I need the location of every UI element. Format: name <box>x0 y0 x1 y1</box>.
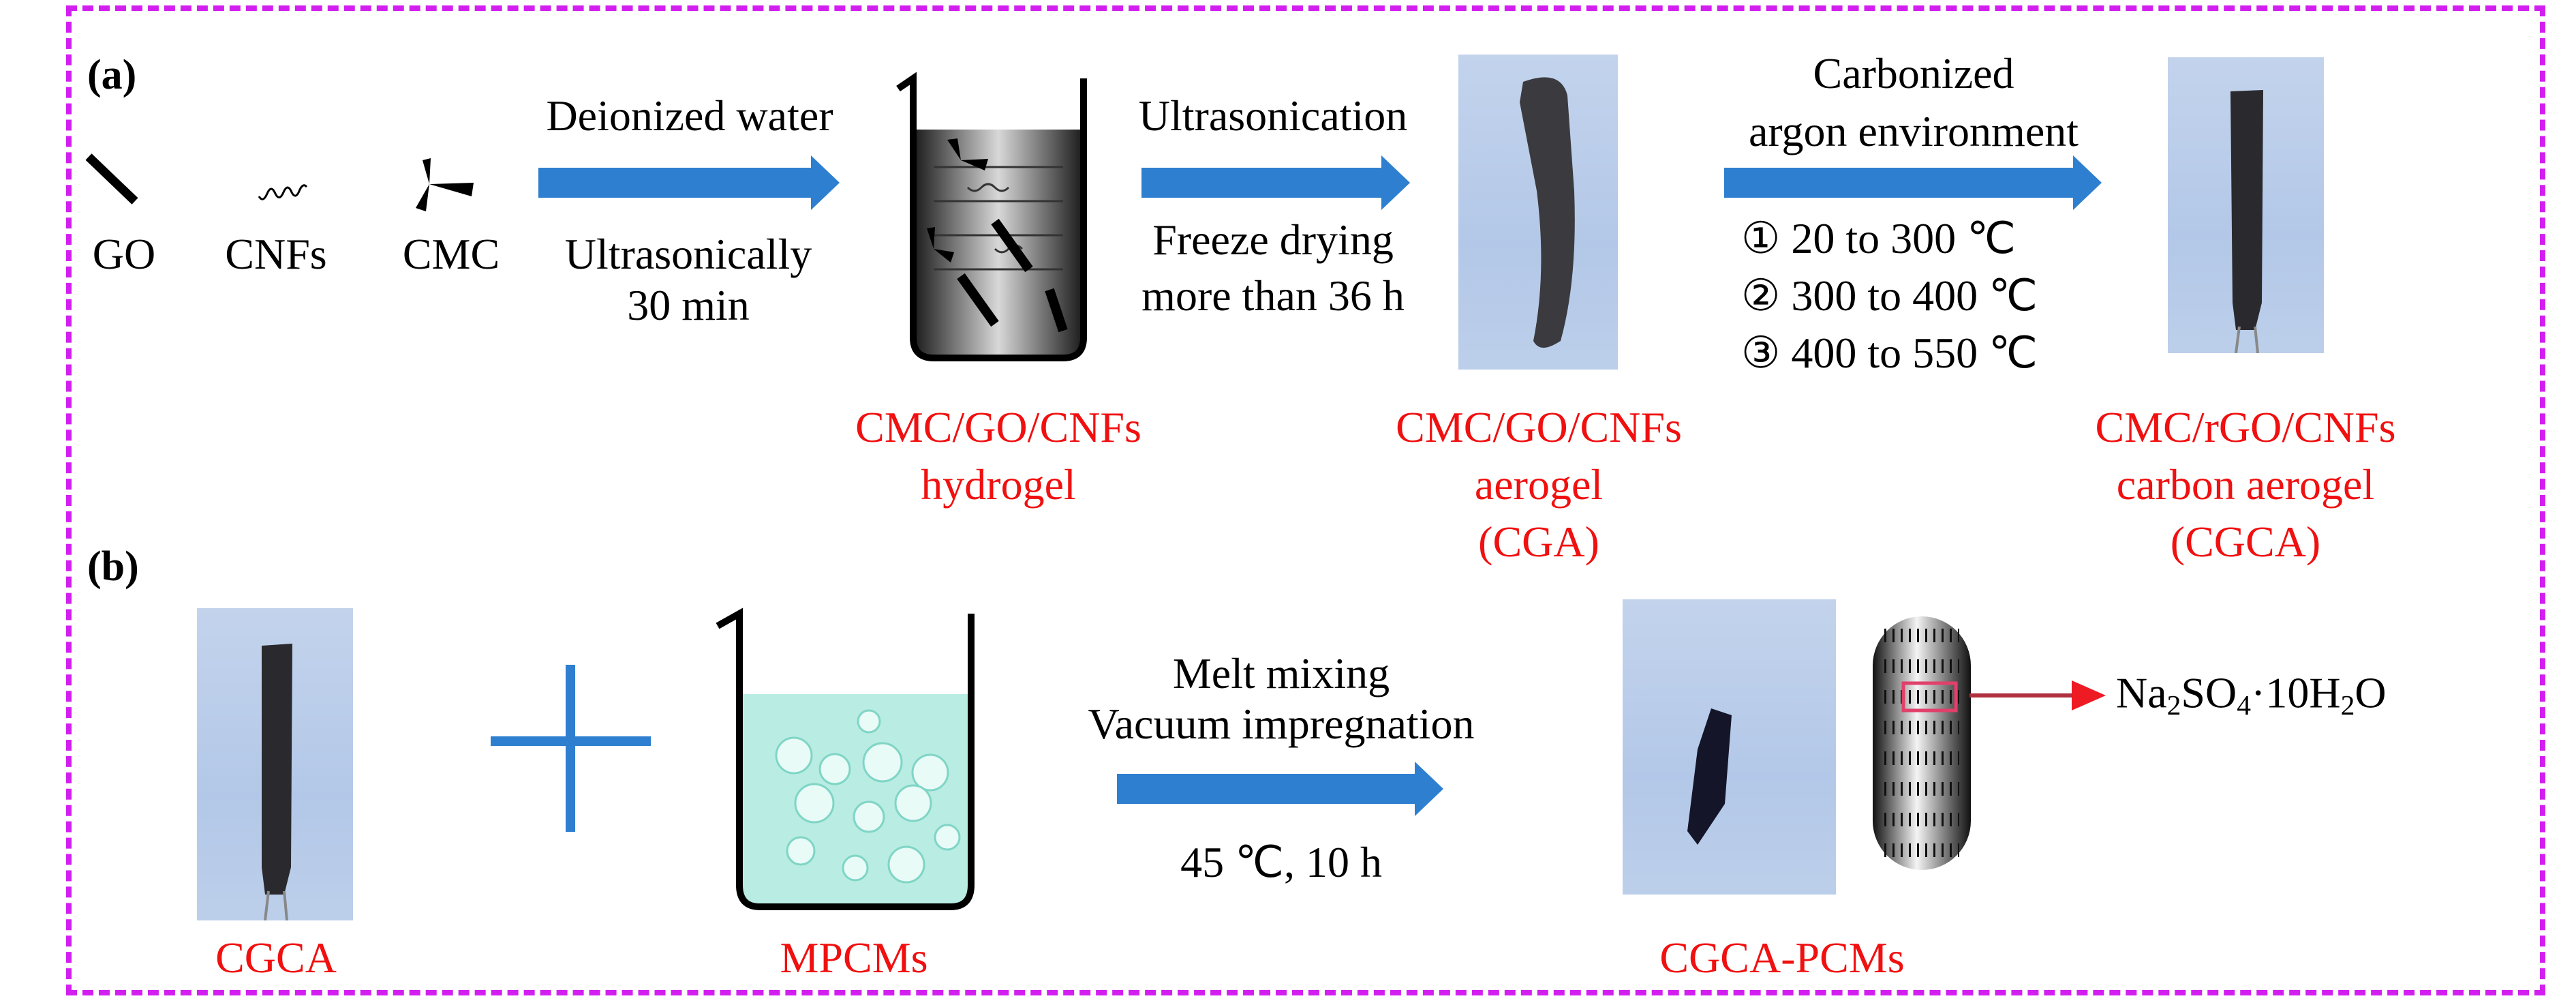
material-label-cnfs: CNFs <box>225 230 327 278</box>
cgca-pcms-photo <box>1623 599 1836 895</box>
hydrogel-label-1: CMC/GO/CNFs <box>855 403 1141 451</box>
mpcms-label: MPCMs <box>780 933 928 982</box>
step2-below-2: more than 36 h <box>1141 271 1405 320</box>
step1-above: Deionized water <box>546 91 833 140</box>
material-icons <box>85 153 474 211</box>
temperature-stage-2: ② 300 to 400 ℃ <box>1741 271 2038 320</box>
process-arrow-3 <box>1724 155 2102 210</box>
dashed-frame <box>66 5 2545 995</box>
temperature-stage-3: ③ 400 to 550 ℃ <box>1741 329 2038 377</box>
cgca-label: CGCA <box>215 933 337 982</box>
cgca-pcms-label: CGCA-PCMs <box>1659 933 1905 982</box>
highlight-box <box>1901 681 1958 712</box>
formula-label: Na2SO4·10H2O <box>2116 668 2387 721</box>
material-label-go: GO <box>92 230 156 278</box>
step3-above-2: argon environment <box>1748 107 2079 155</box>
aerogel-label-2: aerogel <box>1474 460 1604 509</box>
step2-below-1: Freeze drying <box>1152 215 1394 264</box>
hydrogel-label-2: hydrogel <box>921 460 1076 509</box>
panel-b-label: (b) <box>87 543 139 590</box>
step1-below-1: Ultrasonically <box>564 230 812 278</box>
temperature-stage-1: ① 20 to 300 ℃ <box>1741 214 2017 262</box>
step2-above: Ultrasonication <box>1138 91 1408 140</box>
rod-icon <box>85 153 138 205</box>
cgca-photo <box>197 608 353 921</box>
carbon-aerogel-photo <box>2168 57 2324 354</box>
red-pointer-arrow <box>1969 680 2106 710</box>
hydrogel-beaker-icon <box>896 72 1087 361</box>
process-arrow-4 <box>1117 762 1443 816</box>
carbon-aerogel-label-2: carbon aerogel <box>2116 460 2375 509</box>
carbon-aerogel-label-1: CMC/rGO/CNFs <box>2095 403 2396 451</box>
aerogel-label-1: CMC/GO/CNFs <box>1396 403 1682 451</box>
tripod-icon <box>416 158 474 211</box>
capsule-icon <box>1873 616 1971 870</box>
step3-above-1: Carbonized <box>1813 49 2014 97</box>
wavy-fiber-icon <box>258 184 308 200</box>
step-b-above-2: Vacuum impregnation <box>1088 700 1475 748</box>
step1-below-2: 30 min <box>627 281 750 329</box>
aerogel-label-3: (CGA) <box>1478 518 1599 566</box>
carbon-aerogel-label-3: (CGCA) <box>2170 518 2321 566</box>
mpcms-beaker-icon <box>716 608 975 910</box>
aerogel-photo <box>1458 55 1618 370</box>
material-label-cmc: CMC <box>402 230 500 278</box>
panel-a-label: (a) <box>87 52 137 98</box>
step-b-below: 45 ℃, 10 h <box>1180 838 1382 886</box>
process-arrow-2 <box>1141 155 1410 210</box>
plus-icon <box>491 665 651 832</box>
process-arrow-1 <box>538 155 840 210</box>
step-b-above-1: Melt mixing <box>1172 649 1390 698</box>
